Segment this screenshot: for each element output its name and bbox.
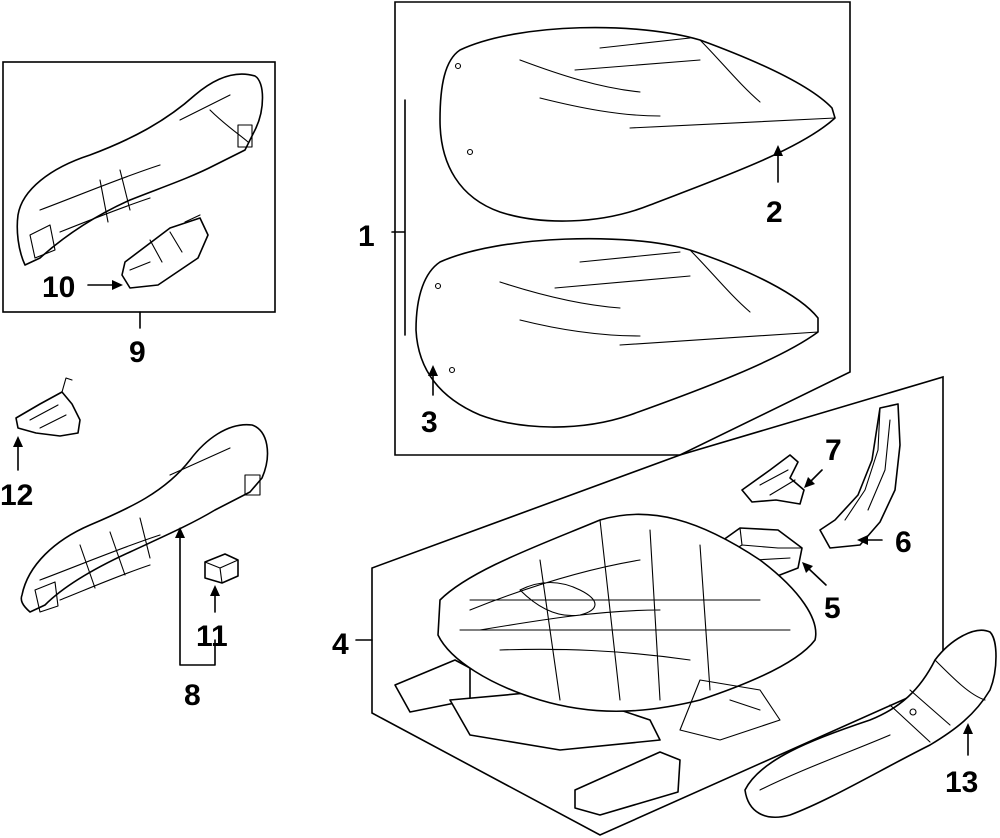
inner-shield-assembly: [20, 423, 269, 613]
callout-11: 11: [196, 620, 228, 653]
power-seat-switch: [121, 214, 209, 289]
seat-frame: [394, 513, 817, 816]
callout-13: 13: [945, 766, 978, 799]
bracket: [741, 454, 805, 505]
callout-10: 10: [42, 271, 75, 304]
callout-4: 4: [332, 628, 349, 661]
callout-3: 3: [421, 406, 438, 439]
knob: [204, 553, 239, 584]
callout-8: 8: [184, 679, 201, 712]
seat-cushion-pad: [415, 237, 819, 428]
side-shield-group-box: [2, 61, 276, 313]
outer-shield-assembly: [16, 73, 264, 266]
callout-7: 7: [825, 434, 842, 467]
side-panel: [819, 403, 901, 549]
callout-5: 5: [824, 592, 841, 625]
leader-lines: [13, 99, 973, 756]
callout-6: 6: [895, 526, 912, 559]
seat-cover: [439, 26, 836, 222]
armrest: [744, 629, 997, 819]
frame-group-box: [371, 375, 944, 836]
callout-2: 2: [766, 196, 783, 229]
cushion-group-box: [394, 1, 851, 456]
callout-1: 1: [358, 220, 375, 253]
trim-piece: [15, 377, 81, 437]
callout-9: 9: [129, 336, 146, 369]
callout-12: 12: [0, 479, 33, 512]
